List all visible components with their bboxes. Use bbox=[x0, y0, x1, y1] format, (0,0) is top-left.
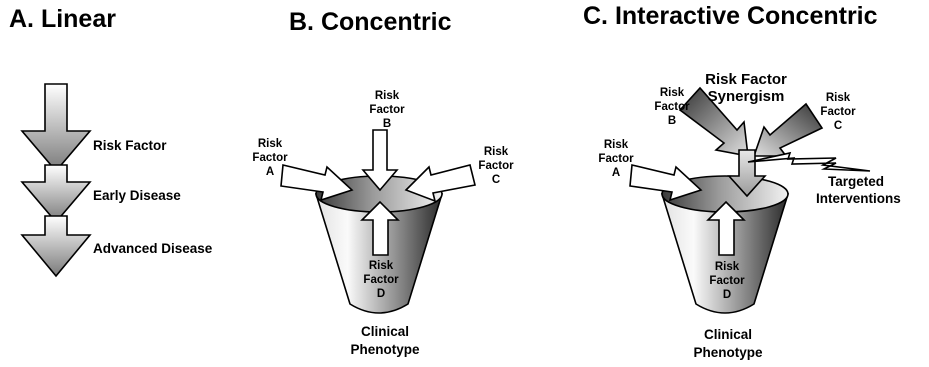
svg-text:Phenotype: Phenotype bbox=[693, 345, 763, 360]
svg-text:Factor: Factor bbox=[598, 153, 634, 165]
arrow-risk-a bbox=[629, 164, 703, 202]
linear-arrow-1 bbox=[20, 83, 92, 173]
svg-text:Synergism: Synergism bbox=[708, 88, 785, 105]
label-risk-factor-d: Risk Factor D bbox=[363, 260, 399, 300]
svg-text:D: D bbox=[377, 288, 385, 300]
arrow-risk-d bbox=[360, 200, 400, 256]
svg-text:Phenotype: Phenotype bbox=[350, 342, 420, 357]
svg-text:D: D bbox=[723, 289, 731, 301]
svg-text:Factor: Factor bbox=[654, 101, 690, 113]
label-risk-factor-a: Risk Factor A bbox=[252, 138, 288, 178]
svg-text:Factor: Factor bbox=[369, 104, 405, 116]
arrow-synergy-b bbox=[678, 86, 749, 157]
label-risk-factor-c: Risk Factor C bbox=[820, 92, 856, 132]
svg-text:Risk: Risk bbox=[484, 146, 509, 158]
label-risk-factor-a: Risk Factor A bbox=[598, 139, 634, 179]
linear-step-risk-factor: Risk Factor bbox=[93, 138, 167, 153]
panel-linear: A. Linear Risk Factor Early Disease Adva… bbox=[9, 5, 213, 278]
lightning-bolt-icon bbox=[747, 151, 871, 172]
svg-text:B: B bbox=[668, 115, 676, 127]
svg-text:Clinical: Clinical bbox=[704, 327, 752, 342]
arrow-synergy-c bbox=[752, 102, 824, 157]
svg-text:Risk: Risk bbox=[369, 260, 394, 272]
linear-step-early-disease: Early Disease bbox=[93, 188, 181, 203]
panel-interactive-concentric: C. Interactive Concentric Risk Factor Sy… bbox=[583, 2, 901, 360]
svg-text:Risk: Risk bbox=[715, 261, 740, 273]
svg-text:Risk Factor: Risk Factor bbox=[705, 71, 787, 88]
label-risk-factor-d: Risk Factor D bbox=[709, 261, 745, 301]
svg-text:Factor: Factor bbox=[363, 274, 399, 286]
label-risk-factor-b: Risk Factor B bbox=[654, 87, 690, 127]
arrow-synergy-combined bbox=[727, 149, 767, 198]
label-risk-factor-c: Risk Factor C bbox=[478, 146, 514, 186]
svg-text:C: C bbox=[492, 174, 500, 186]
svg-text:Factor: Factor bbox=[252, 152, 288, 164]
svg-text:Risk: Risk bbox=[258, 138, 283, 150]
arrow-risk-b bbox=[361, 129, 399, 192]
svg-text:C: C bbox=[834, 120, 842, 132]
arrow-risk-c bbox=[404, 164, 476, 203]
linear-step-advanced-disease: Advanced Disease bbox=[93, 241, 213, 256]
svg-text:A: A bbox=[266, 166, 274, 178]
svg-text:Risk: Risk bbox=[375, 90, 400, 102]
label-clinical-phenotype: Clinical Phenotype bbox=[350, 324, 420, 357]
svg-text:Clinical: Clinical bbox=[361, 324, 409, 339]
label-risk-factor-synergism: Risk Factor Synergism bbox=[705, 71, 787, 105]
arrow-risk-a bbox=[280, 164, 354, 202]
svg-text:B: B bbox=[383, 118, 391, 130]
label-risk-factor-b: Risk Factor B bbox=[369, 90, 405, 130]
arrow-risk-d bbox=[706, 200, 746, 256]
svg-text:Risk: Risk bbox=[604, 139, 629, 151]
svg-text:Risk: Risk bbox=[660, 87, 685, 99]
label-targeted-interventions: Targeted Interventions bbox=[816, 174, 901, 206]
panel-concentric: B. Concentric Risk Factor A Risk Factor … bbox=[252, 8, 514, 357]
svg-text:Risk: Risk bbox=[826, 92, 851, 104]
linear-arrow-3 bbox=[20, 215, 92, 278]
svg-text:A: A bbox=[612, 167, 620, 179]
svg-text:Targeted: Targeted bbox=[828, 174, 884, 189]
svg-text:Factor: Factor bbox=[709, 275, 745, 287]
label-clinical-phenotype: Clinical Phenotype bbox=[693, 327, 763, 360]
linear-arrow-2 bbox=[20, 164, 92, 224]
panel-b-title: B. Concentric bbox=[289, 8, 452, 36]
svg-text:Factor: Factor bbox=[820, 106, 856, 118]
panel-c-title: C. Interactive Concentric bbox=[583, 2, 878, 30]
panel-a-title: A. Linear bbox=[9, 5, 116, 33]
svg-text:Factor: Factor bbox=[478, 160, 514, 172]
svg-text:Interventions: Interventions bbox=[816, 191, 901, 206]
